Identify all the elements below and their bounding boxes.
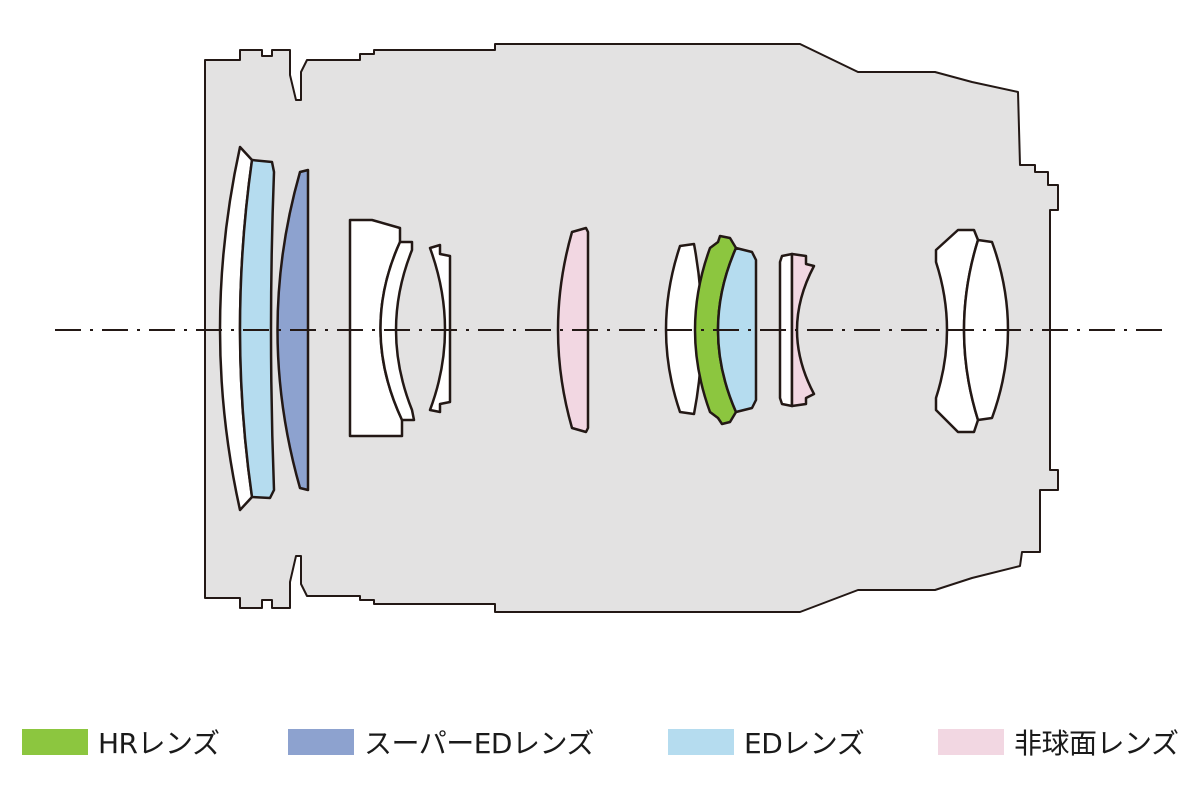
legend-item-aspherical: 非球面レンズ <box>938 722 1179 762</box>
lens-element-12 <box>790 252 816 408</box>
legend: HRレンズ スーパーEDレンズ EDレンズ 非球面レンズ <box>22 722 1192 762</box>
ed-lens-swatch <box>668 729 734 755</box>
hr-lens-swatch <box>22 729 88 755</box>
lens-element-6 <box>428 243 452 414</box>
legend-item-ed: EDレンズ <box>668 722 865 762</box>
legend-item-super-ed: スーパーEDレンズ <box>288 722 594 762</box>
legend-item-hr: HRレンズ <box>22 722 220 762</box>
aspherical-lens-swatch <box>938 729 1004 755</box>
super-ed-lens-swatch <box>288 729 354 755</box>
lens-barrel <box>204 43 1059 613</box>
lens-element-5 <box>379 240 416 422</box>
lens-cross-section-diagram <box>55 43 1168 613</box>
legend-label-ed: EDレンズ <box>744 727 865 760</box>
legend-label-super-ed: スーパーEDレンズ <box>364 727 594 760</box>
legend-label-hr: HRレンズ <box>98 727 220 760</box>
legend-label-aspherical: 非球面レンズ <box>1014 727 1179 760</box>
